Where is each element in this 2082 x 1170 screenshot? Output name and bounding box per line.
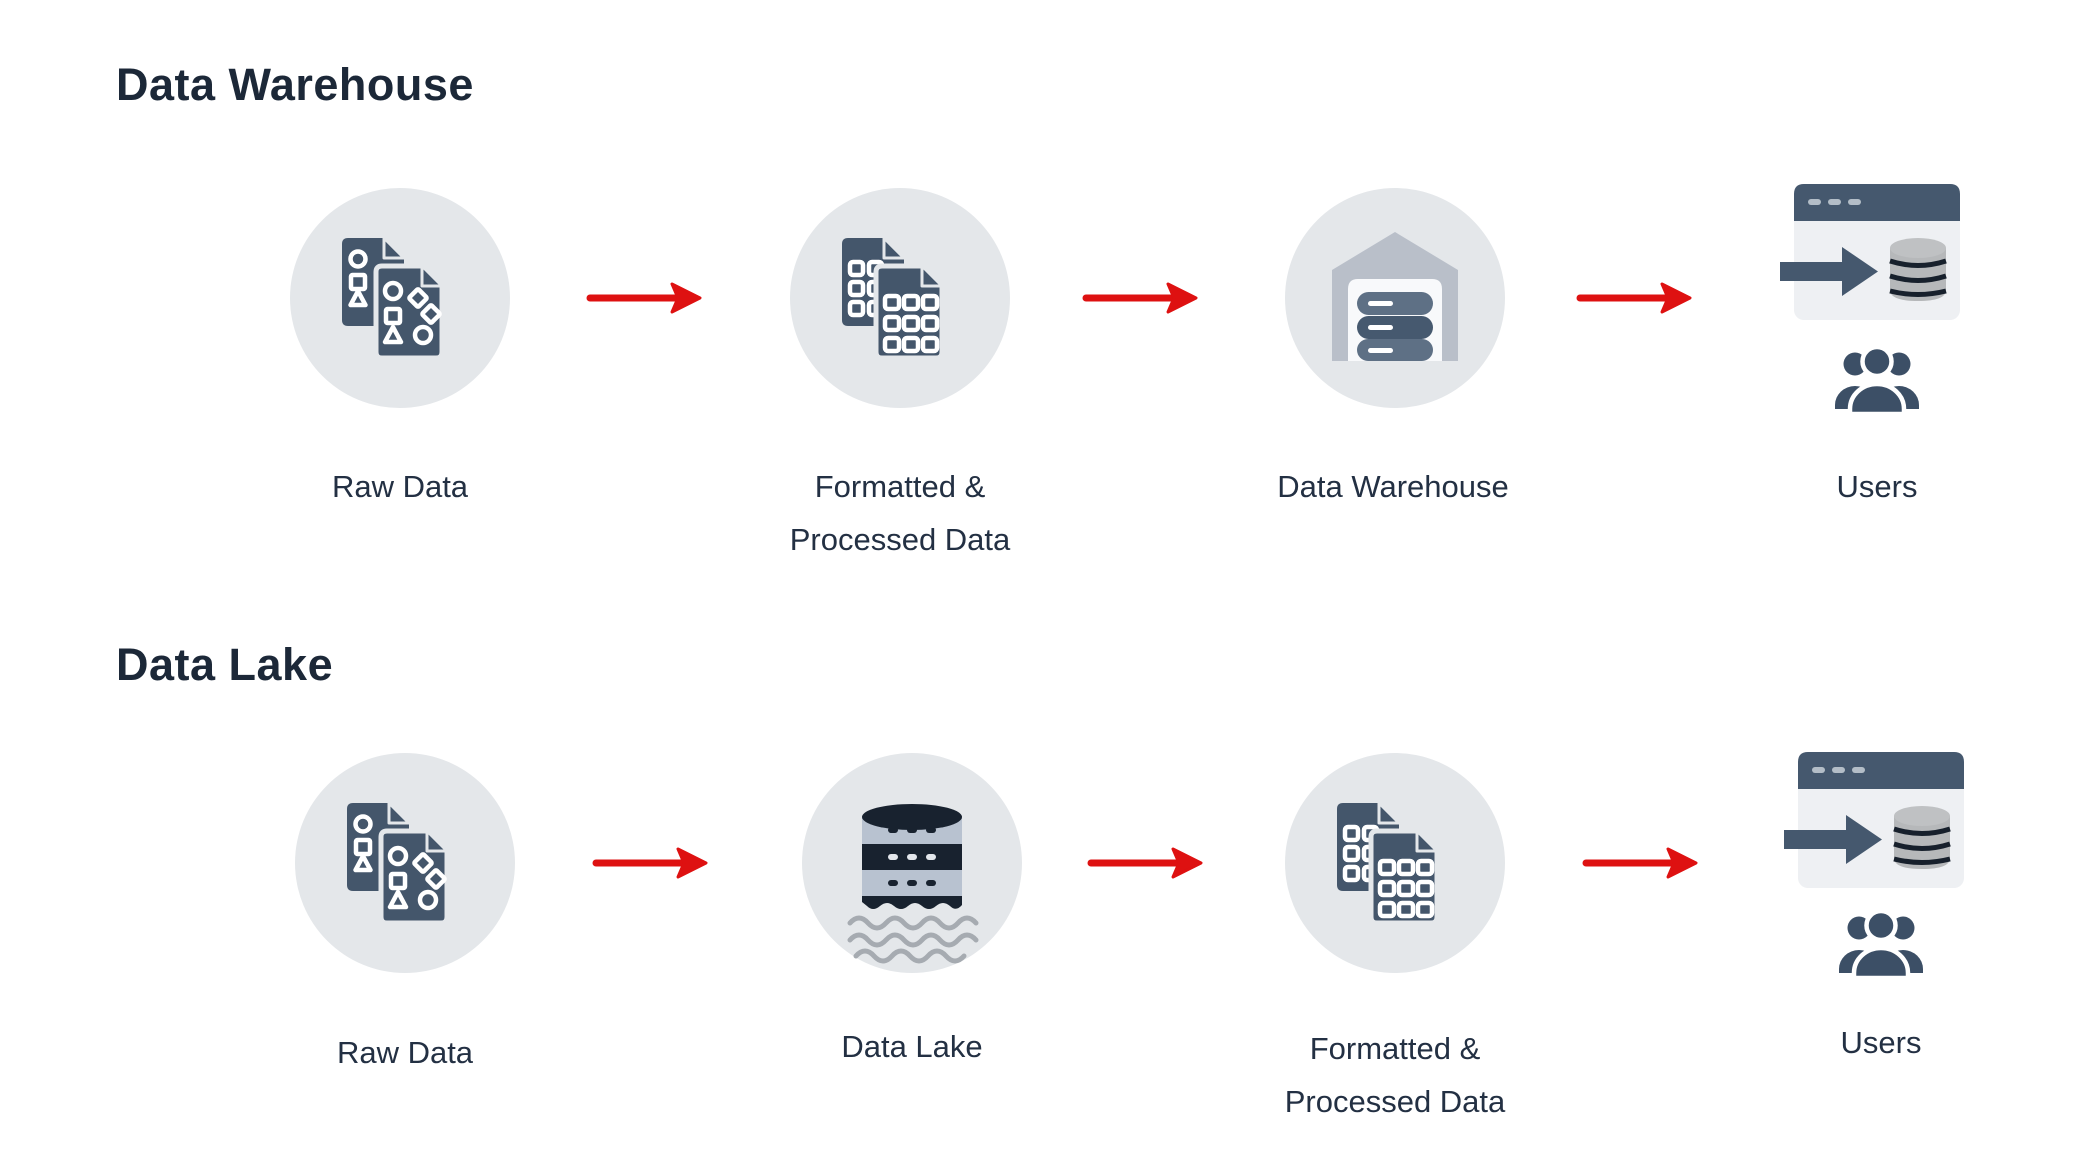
flow-arrow-icon xyxy=(586,279,704,322)
raw-data-documents-icon xyxy=(295,753,515,978)
formatted-data-documents-icon xyxy=(790,188,1010,413)
flow-arrow-icon xyxy=(1087,844,1205,887)
node-label-formatted-processed-data: Formatted & Processed Data xyxy=(1284,1031,1506,1120)
node-label-users: Users xyxy=(1840,1025,1922,1060)
node-label-users: Users xyxy=(1836,469,1918,504)
flow-arrow-icon xyxy=(1582,844,1700,887)
raw-data-documents-icon xyxy=(290,188,510,413)
node-label-data-lake: Data Lake xyxy=(841,1029,983,1064)
warehouse-storage-icon xyxy=(1285,188,1505,413)
section-title-data-warehouse: Data Warehouse xyxy=(116,59,474,110)
node-label-formatted-processed-data: Formatted & Processed Data xyxy=(789,469,1011,558)
browser-database-icon xyxy=(1784,752,1964,897)
users-group-icon xyxy=(1831,344,1923,419)
node-label-raw-data: Raw Data xyxy=(336,1035,474,1070)
formatted-data-documents-icon xyxy=(1285,753,1505,978)
node-label-raw-data: Raw Data xyxy=(331,469,469,504)
flow-arrow-icon xyxy=(1082,279,1200,322)
data-lake-icon xyxy=(802,753,1022,978)
node-label-data-warehouse: Data Warehouse xyxy=(1277,469,1509,504)
flow-arrow-icon xyxy=(1576,279,1694,322)
section-title-data-lake: Data Lake xyxy=(116,639,334,690)
browser-database-icon xyxy=(1780,184,1960,329)
flow-arrow-icon xyxy=(592,844,710,887)
users-group-icon xyxy=(1835,908,1927,983)
